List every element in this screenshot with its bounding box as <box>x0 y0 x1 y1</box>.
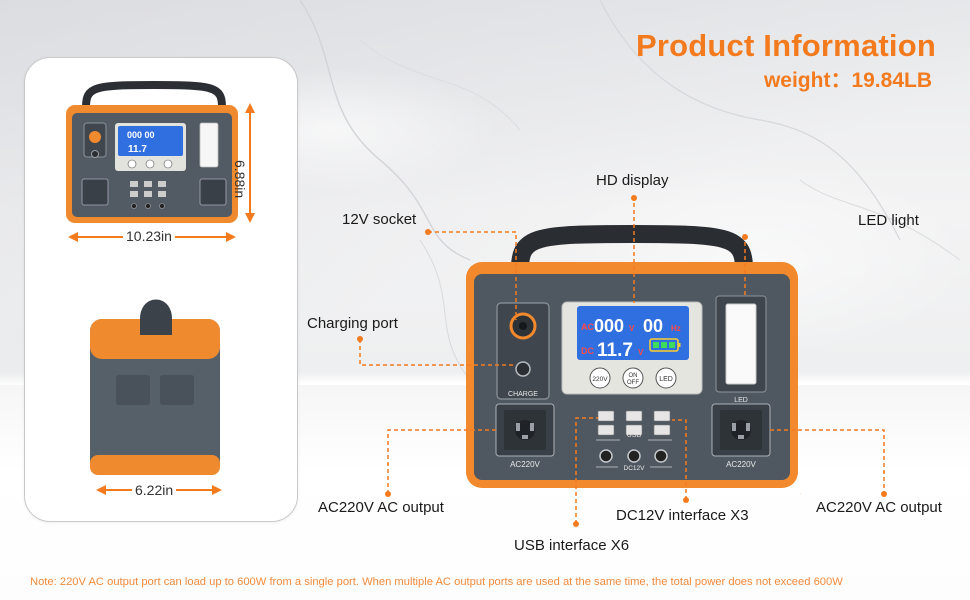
dimension-views: 000 00 11.7 <box>66 80 255 495</box>
weight-label: weight：19.84LB <box>763 69 932 92</box>
dc-ports <box>599 449 668 463</box>
svg-text:DC: DC <box>581 346 594 356</box>
svg-text:CHARGE: CHARGE <box>508 391 538 398</box>
footer-note: Note: 220V AC output port can load up to… <box>30 576 843 588</box>
callout-led-light: LED light <box>858 212 919 229</box>
page-title: Product Information <box>635 28 936 63</box>
charge-port-icon <box>515 361 531 377</box>
side-mini-view <box>90 299 220 475</box>
svg-text:DC12V: DC12V <box>624 465 646 472</box>
callout-usb-interface: USB interface X6 <box>514 537 630 554</box>
width-dimension: 10.23in <box>123 228 175 244</box>
callout-dc-interface: DC12V interface X3 <box>616 507 749 524</box>
svg-text:V: V <box>629 324 635 333</box>
svg-text:11.7: 11.7 <box>597 340 633 361</box>
svg-text:LED: LED <box>734 397 748 404</box>
svg-text:OFF: OFF <box>627 380 639 386</box>
button-220v <box>589 367 611 389</box>
svg-text:220V: 220V <box>592 376 608 383</box>
svg-text:AC: AC <box>581 322 594 332</box>
svg-text:LED: LED <box>659 376 673 383</box>
svg-text:000 00: 000 00 <box>127 130 155 140</box>
front-mini-view: 000 00 11.7 <box>66 80 238 223</box>
usb-ports <box>597 410 671 436</box>
callout-ac-output-left: AC220V AC output <box>318 499 444 516</box>
svg-text:USB: USB <box>627 432 642 439</box>
svg-text:000: 000 <box>594 316 624 336</box>
callout-charging-port: Charging port <box>307 315 398 332</box>
callout-lines <box>359 196 885 524</box>
svg-text:AC220V: AC220V <box>726 460 756 469</box>
svg-text:AC220V: AC220V <box>510 460 540 469</box>
callout-12v-socket: 12V socket <box>342 211 417 228</box>
button-power <box>622 367 644 389</box>
led-light-icon <box>725 303 757 385</box>
svg-text:V: V <box>638 348 644 357</box>
svg-text:ON: ON <box>629 373 638 379</box>
marble-veins <box>299 0 961 381</box>
callout-dots <box>357 195 887 527</box>
svg-text:00: 00 <box>643 316 663 336</box>
height-arrow <box>245 103 255 223</box>
callout-hd-display: HD display <box>596 172 669 189</box>
svg-text:11.7: 11.7 <box>128 144 147 155</box>
callout-ac-output-right: AC220V AC output <box>816 499 942 516</box>
svg-text:Hz: Hz <box>671 324 681 333</box>
button-led <box>655 367 677 389</box>
depth-dimension: 6.22in <box>132 482 177 498</box>
